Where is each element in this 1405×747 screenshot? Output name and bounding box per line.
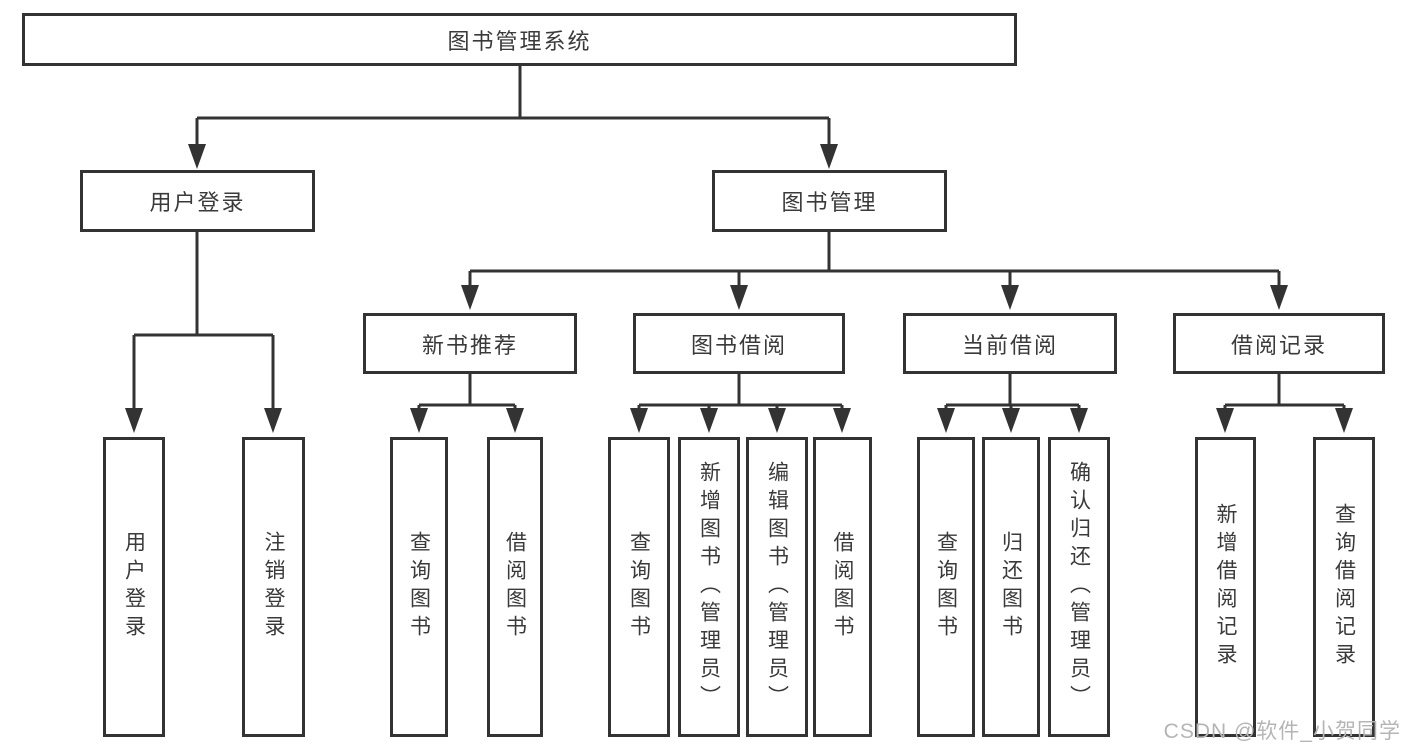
node-label: 确认归还（管理员） <box>1067 461 1091 713</box>
connector-new-book-recommend-to-leaves <box>410 374 524 433</box>
leaf-logout: 注销登录 <box>242 437 305 737</box>
connector-current-borrow-to-leaves <box>937 374 1088 433</box>
node-label: 新书推荐 <box>421 332 518 358</box>
node-label: 查询借阅记录 <box>1332 503 1356 671</box>
node-label: 新增图书（管理员） <box>697 461 721 713</box>
connector-borrow-records-to-leaves <box>1216 374 1353 433</box>
node-label: 编辑图书（管理员） <box>765 461 789 713</box>
leaf-return-books: 归还图书 <box>982 437 1040 737</box>
node-new-book-recommend: 新书推荐 <box>363 313 577 374</box>
leaf-borrow-books: 借阅图书 <box>813 437 872 737</box>
connector-book-borrow-to-leaves <box>630 374 851 433</box>
node-book-borrow: 图书借阅 <box>633 313 845 374</box>
connector-user-login-to-leaves <box>125 232 282 433</box>
leaf-query-books-recommend: 查询图书 <box>390 437 448 737</box>
leaf-query-borrow-record: 查询借阅记录 <box>1313 437 1375 737</box>
node-book-management: 图书管理 <box>712 170 947 232</box>
node-borrow-records: 借阅记录 <box>1173 313 1385 374</box>
node-label: 借阅记录 <box>1230 332 1327 358</box>
connector-root-to-level1 <box>188 66 838 169</box>
leaf-add-borrow-record: 新增借阅记录 <box>1195 437 1256 737</box>
leaf-add-book-admin: 新增图书（管理员） <box>678 437 740 737</box>
node-label: 当前借阅 <box>961 332 1058 358</box>
node-label: 借阅图书 <box>503 531 527 643</box>
node-label: 图书管理系统 <box>447 28 592 54</box>
node-label: 查询图书 <box>934 531 958 643</box>
node-label: 图书借阅 <box>690 332 787 358</box>
node-user-login: 用户登录 <box>80 170 315 232</box>
node-label: 查询图书 <box>407 531 431 643</box>
node-current-borrow: 当前借阅 <box>903 313 1117 374</box>
node-label: 新增借阅记录 <box>1214 503 1237 671</box>
node-library-management-system: 图书管理系统 <box>22 13 1017 66</box>
node-label: 用户登录 <box>122 531 146 643</box>
leaf-confirm-return-admin: 确认归还（管理员） <box>1048 437 1110 737</box>
node-label: 注销登录 <box>262 531 285 643</box>
node-label: 查询图书 <box>627 531 651 643</box>
leaf-borrow-books-recommend: 借阅图书 <box>487 437 543 737</box>
leaf-query-books-borrow: 查询图书 <box>608 437 670 737</box>
leaf-user-login: 用户登录 <box>103 437 165 737</box>
node-label: 用户登录 <box>149 190 246 215</box>
node-label: 归还图书 <box>999 531 1023 643</box>
leaf-query-books-current: 查询图书 <box>917 437 975 737</box>
leaf-edit-book-admin: 编辑图书（管理员） <box>746 437 808 737</box>
node-label: 借阅图书 <box>831 531 854 643</box>
connector-book-management-to-level2 <box>461 232 1288 310</box>
csdn-watermark: CSDN @软件_小贺同学 <box>1163 720 1401 743</box>
node-label: 图书管理 <box>781 190 878 215</box>
